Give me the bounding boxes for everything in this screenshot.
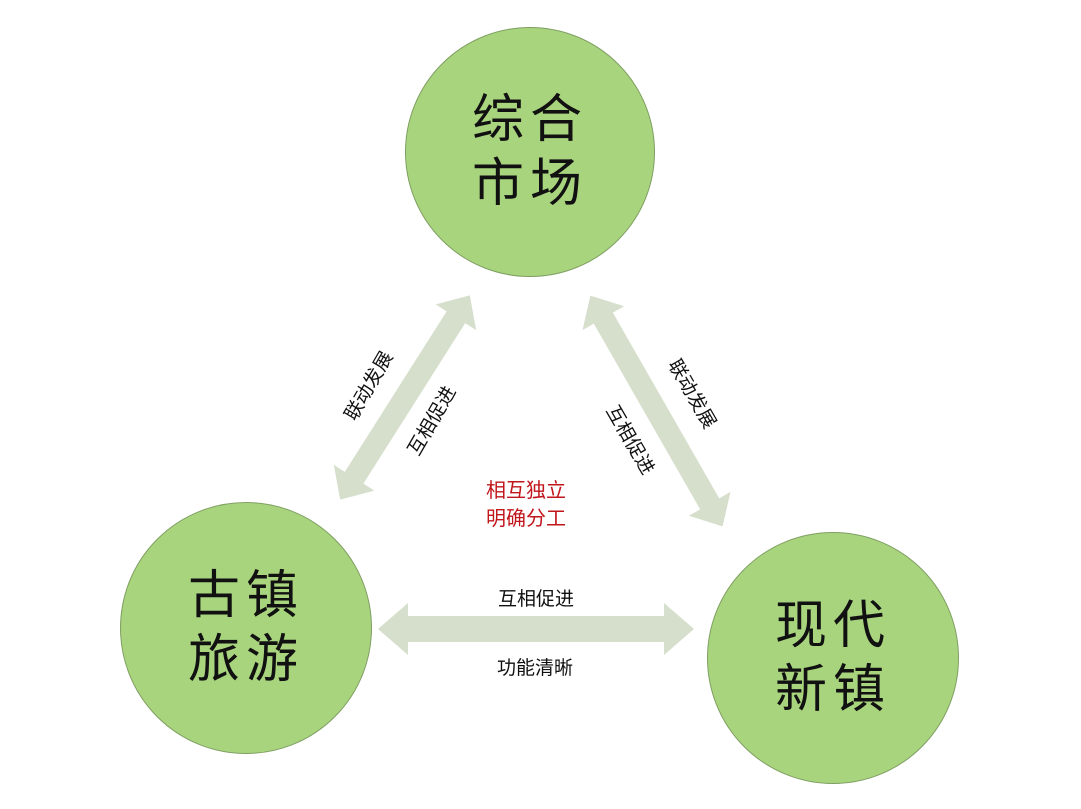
node-ancient-town-tourism: 古镇 旅游 bbox=[120, 502, 372, 754]
node-top-line1: 综合 bbox=[471, 90, 588, 150]
double-arrow-left bbox=[333, 295, 477, 500]
node-modern-new-town: 现代 新镇 bbox=[707, 532, 959, 784]
bottom-edge-bottom-label: 功能清晰 bbox=[496, 657, 573, 679]
double-arrow-bottom bbox=[378, 603, 694, 655]
node-top-line2: 市场 bbox=[471, 154, 588, 214]
center-note: 相互独立 明确分工 bbox=[456, 476, 596, 532]
node-left-line1: 古镇 bbox=[187, 566, 304, 626]
node-left-line2: 旅游 bbox=[187, 630, 304, 690]
double-arrow-right bbox=[582, 295, 731, 527]
node-comprehensive-market: 综合 市场 bbox=[405, 27, 655, 277]
center-note-line1: 相互独立 bbox=[486, 478, 566, 502]
node-right-line2: 新镇 bbox=[774, 660, 891, 720]
bottom-edge-top-label: 互相促进 bbox=[497, 588, 574, 610]
node-right-line1: 现代 bbox=[774, 596, 891, 656]
center-note-line2: 明确分工 bbox=[486, 506, 566, 530]
